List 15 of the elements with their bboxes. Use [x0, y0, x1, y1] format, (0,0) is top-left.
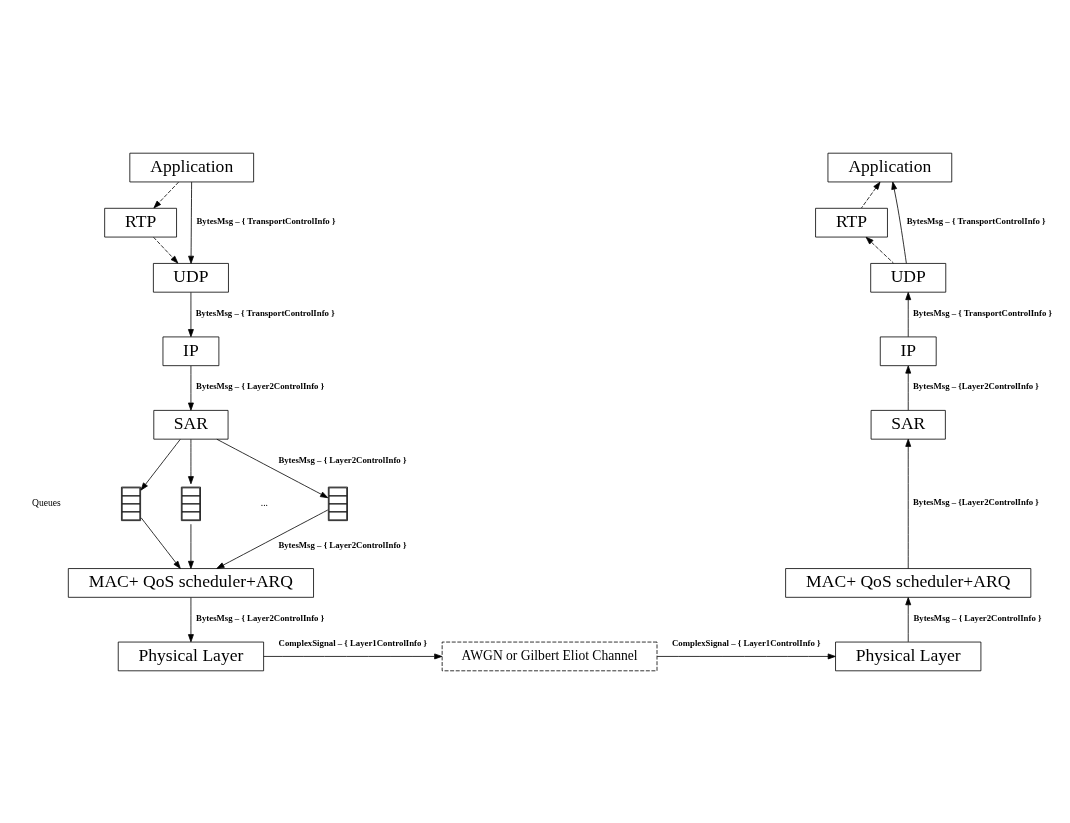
- edge-label: BytesMsg – { Layer2ControlInfo }: [278, 454, 407, 465]
- edge-label: BytesMsg – { TransportControlInfo }: [195, 307, 335, 318]
- edge-label: BytesMsg – { Layer2ControlInfo }: [278, 539, 407, 550]
- edge-label: BytesMsg – { Layer2ControlInfo }: [913, 612, 1042, 623]
- edge-label: BytesMsg – { Layer2ControlInfo }: [196, 612, 325, 623]
- edge-label: BytesMsg – { Layer2ControlInfo }: [196, 380, 325, 391]
- edge-label: BytesMsg – { TransportControlInfo }: [196, 215, 336, 226]
- label: ...: [260, 496, 269, 508]
- edge-label: ComplexSignal – { Layer1ControlInfo }: [278, 637, 428, 648]
- label: Queues: [31, 496, 61, 508]
- edge-label: BytesMsg – { TransportControlInfo }: [913, 307, 1052, 318]
- edge-label: ComplexSignal – { Layer1ControlInfo }: [671, 637, 821, 648]
- edge-label: BytesMsg – {Layer2ControlInfo }: [913, 496, 1039, 507]
- edge-label: BytesMsg – { TransportControlInfo }: [906, 215, 1046, 226]
- edge-label: BytesMsg – {Layer2ControlInfo }: [913, 380, 1039, 391]
